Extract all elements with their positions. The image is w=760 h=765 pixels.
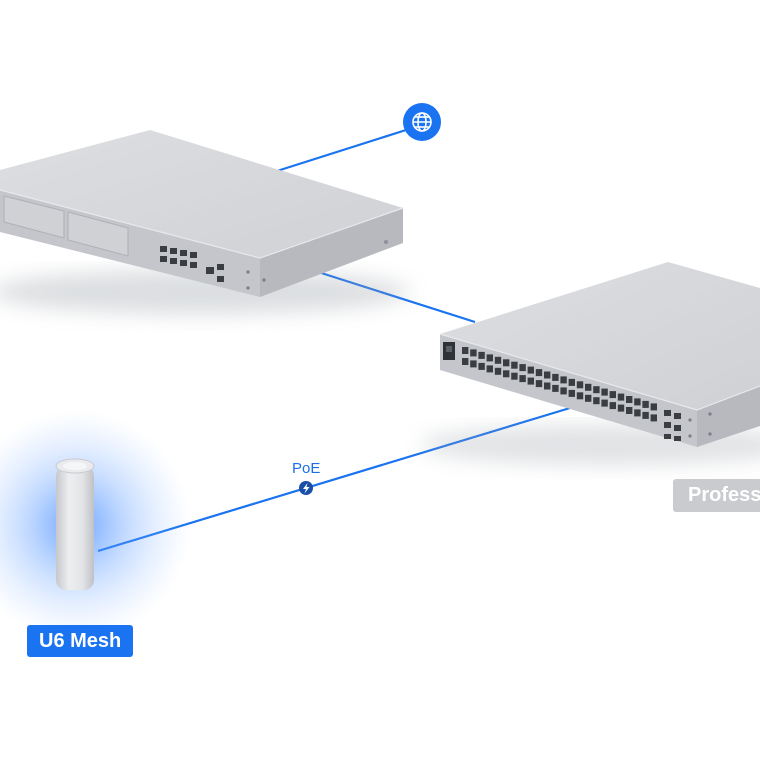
switch-port [650, 414, 657, 422]
switch-port [552, 384, 559, 392]
switch-port [568, 378, 575, 386]
switch-port [511, 372, 518, 380]
switch-port [650, 403, 657, 411]
switch-port [634, 409, 641, 417]
switch-port [585, 394, 592, 402]
globe-icon[interactable] [403, 103, 441, 141]
switch-port [478, 362, 485, 370]
switch-port [519, 364, 526, 372]
switch-port [486, 365, 493, 373]
switch-port [503, 359, 510, 367]
switch-port [544, 382, 551, 390]
switch-port [478, 351, 485, 359]
switch-port [560, 387, 567, 395]
switch-port [535, 369, 543, 377]
switch-port [486, 354, 493, 362]
u6-mesh-label[interactable]: U6 Mesh [27, 625, 134, 657]
switch-port [642, 400, 649, 408]
switch-port [617, 393, 625, 401]
professional-switch-label-wrap: Professional [673, 479, 760, 512]
switch-port [535, 380, 543, 388]
switch-port [568, 389, 575, 397]
switch-port [593, 397, 600, 405]
professional-switch-label[interactable]: Professional [673, 479, 760, 512]
switch-port [601, 399, 608, 407]
professional-switch-device [420, 262, 760, 465]
switch-port [494, 356, 502, 364]
switch-port [503, 370, 510, 378]
switch-port [576, 381, 584, 389]
switch-port [511, 361, 518, 369]
switch-port [462, 347, 469, 354]
switch-port [601, 388, 608, 396]
switch-port [544, 371, 551, 379]
switch-port [617, 404, 625, 412]
switch-port [576, 392, 584, 400]
switch-port [552, 373, 559, 381]
u6-mesh-device [0, 410, 191, 640]
gateway-ports [160, 246, 224, 282]
switch-port [609, 402, 616, 410]
switch-port [470, 360, 477, 368]
switch-port [585, 383, 592, 391]
switch-port [593, 386, 600, 394]
switch-port [519, 375, 526, 383]
lightning-bolt-icon [299, 481, 313, 495]
switch-port [462, 358, 469, 365]
link-internet-to-gateway [276, 128, 407, 173]
switch-port [494, 367, 502, 375]
switch-port [527, 366, 534, 374]
switch-port [626, 407, 633, 414]
switch-port [560, 376, 567, 384]
switch-port [470, 349, 477, 357]
gateway-device [0, 130, 410, 314]
switch-ports [462, 347, 657, 422]
switch-port [634, 398, 641, 406]
switch-port [527, 377, 534, 385]
poe-label: PoE [292, 460, 321, 477]
switch-port [626, 396, 633, 403]
switch-port [642, 411, 649, 419]
switch-port [609, 391, 616, 399]
